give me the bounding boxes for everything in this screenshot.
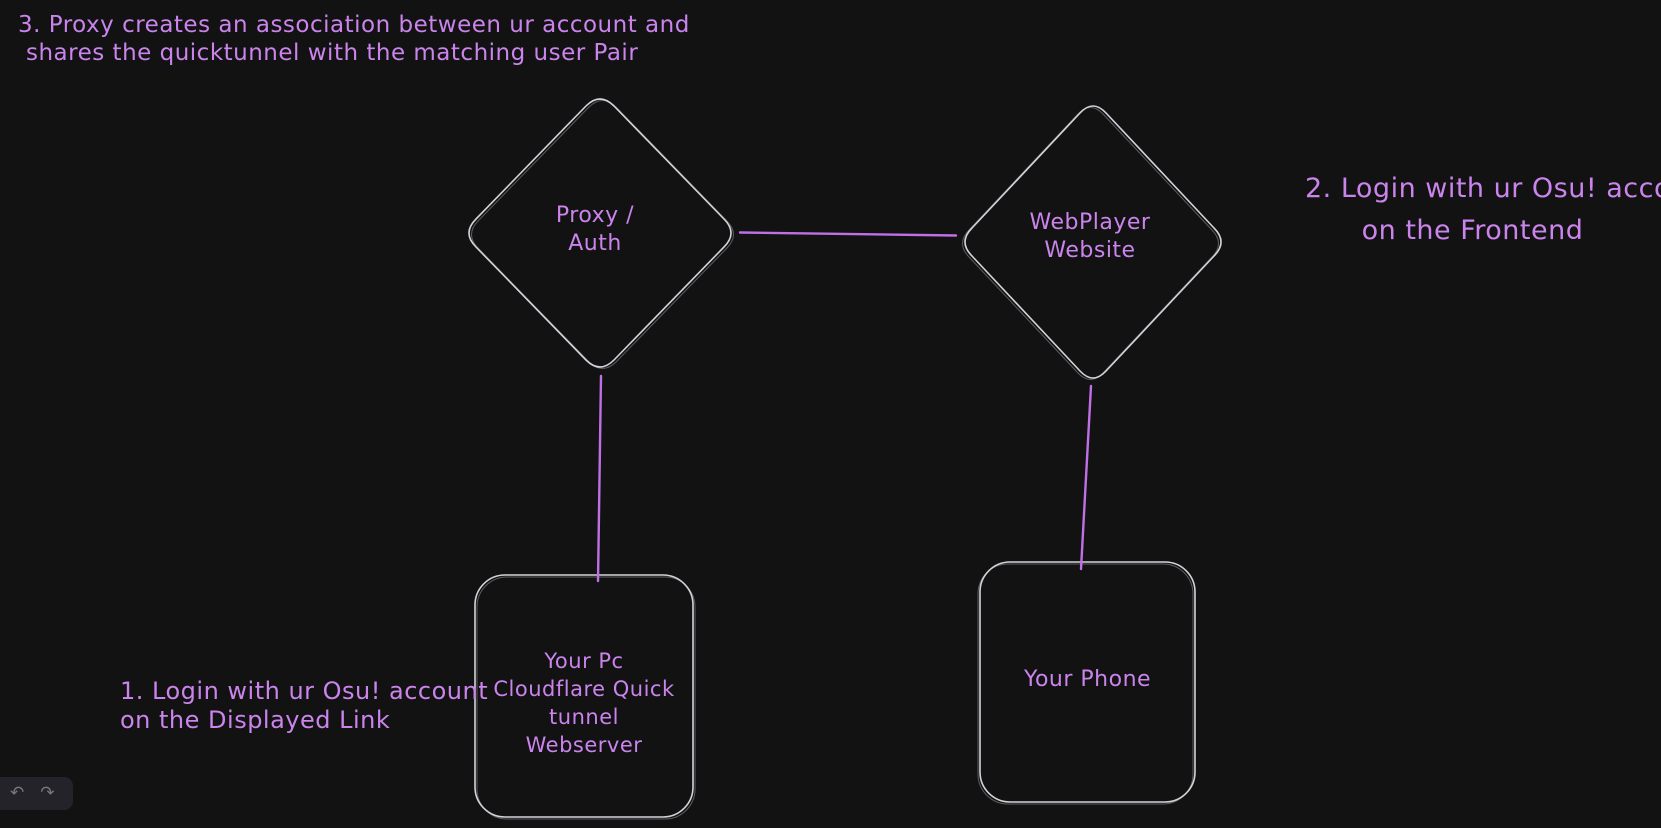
proxy-auth-diamond[interactable]: [468, 98, 732, 368]
webplayer-label: WebPlayer Website: [990, 209, 1190, 265]
note-step-1-line-2: on the Displayed Link: [120, 706, 391, 734]
phone-rectangle-sketch-echo: [977, 563, 1194, 805]
pc-label-line-4: Webserver: [525, 733, 643, 757]
note-step-2-line-1: 2. Login with ur Osu! account: [1305, 173, 1661, 204]
note-step-3-line-2: shares the quicktunnel with the matching…: [26, 40, 639, 66]
phone-label: Your Phone: [980, 666, 1195, 694]
pc-rectangle[interactable]: [474, 574, 694, 818]
proxy-auth-label: Proxy / Auth: [495, 202, 695, 258]
pc-label-line-1: Your Pc: [544, 649, 624, 673]
redo-icon: ↷: [40, 783, 55, 803]
phone-rectangle[interactable]: [979, 561, 1196, 803]
undo-icon: ↶: [10, 783, 25, 803]
note-step-1[interactable]: 1. Login with ur Osu! account on the Dis…: [120, 677, 488, 735]
note-step-1-line-1: 1. Login with ur Osu! account: [120, 677, 489, 705]
proxy-auth-label-line-1: Proxy /: [555, 203, 635, 228]
pc-label-line-3: tunnel: [549, 705, 619, 729]
note-step-2[interactable]: 2. Login with ur Osu! account on the Fro…: [1305, 168, 1661, 252]
redo-button[interactable]: ↷: [40, 785, 54, 802]
connector-proxy-to-webplayer[interactable]: [738, 231, 958, 237]
pc-label-line-2: Cloudflare Quick: [493, 677, 675, 701]
webplayer-diamond[interactable]: [964, 105, 1222, 379]
connector-webplayer-to-phone[interactable]: [1079, 384, 1093, 571]
note-step-3-line-1: 3. Proxy creates an association between …: [18, 12, 690, 38]
proxy-auth-label-line-2: Auth: [568, 231, 622, 256]
pc-rectangle-sketch-echo: [476, 576, 696, 820]
note-step-2-line-2: on the Frontend: [1361, 215, 1584, 246]
connector-proxy-to-pc[interactable]: [596, 374, 603, 583]
webplayer-label-line-1: WebPlayer: [1029, 210, 1151, 235]
webplayer-label-line-2: Website: [1044, 238, 1136, 263]
undo-button[interactable]: ↶: [10, 785, 24, 802]
phone-label-line-1: Your Phone: [1023, 667, 1152, 692]
undo-redo-panel: ↶ ↷: [0, 777, 73, 810]
note-step-3[interactable]: 3. Proxy creates an association between …: [18, 11, 690, 67]
pc-label: Your Pc Cloudflare Quick tunnel Webserve…: [475, 647, 693, 759]
